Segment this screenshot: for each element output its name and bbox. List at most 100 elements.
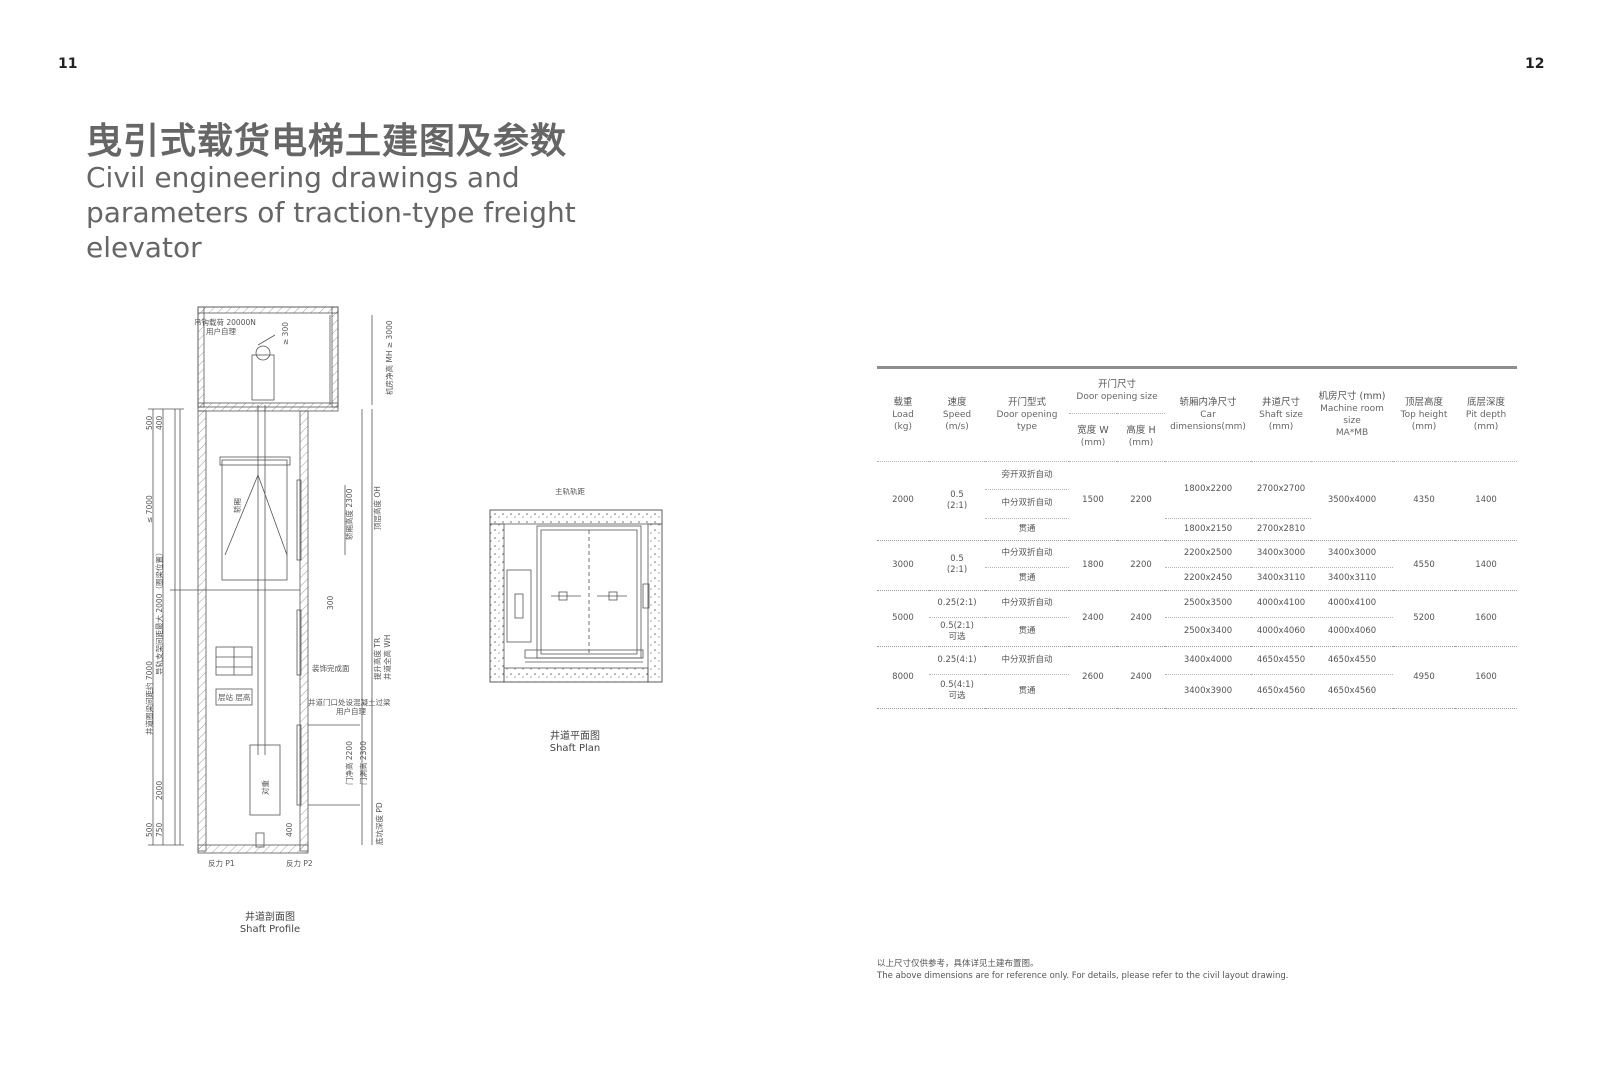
- oh-label: 顶层高度 OH: [372, 486, 382, 530]
- cell-speed: 0.25(4:1): [929, 646, 985, 675]
- dim-300: 300: [326, 595, 335, 610]
- cell-door-type: 中分双折自动: [985, 489, 1069, 519]
- car-height-label: 轿厢高度 2300: [344, 488, 354, 540]
- mh-label: 机房净高 MH ≥ 3000: [384, 320, 394, 395]
- cell-speed: 0.5(2:1): [929, 461, 985, 541]
- hook-label: 吊钩载荷 20000N: [194, 317, 256, 327]
- cell-door-type: 中分双折自动: [985, 590, 1069, 618]
- cell-speed: 0.5(2:1): [929, 540, 985, 591]
- dim-500-top: 500: [145, 415, 154, 430]
- pd-label: 底坑深度 PD: [374, 802, 384, 845]
- cell-height: 2400: [1117, 590, 1166, 647]
- cell-shaft: 4000x4100: [1251, 590, 1312, 618]
- shaft-plan-caption-en: Shaft Plan: [549, 743, 601, 754]
- table-row: 8000 0.25(4:1) 中分双折自动 2600 2400 3400x400…: [877, 646, 1518, 709]
- cell-shaft: 4000x4060: [1251, 617, 1312, 647]
- cell-pit: 1400: [1455, 540, 1518, 591]
- shaft-plan-caption-cn: 井道平面图: [550, 731, 600, 742]
- cell-speed: 0.5(2:1)可选: [929, 617, 985, 647]
- cell-shaft: 2700x2810: [1251, 518, 1312, 541]
- door-hole-label: 门洞高 2300: [358, 741, 368, 785]
- door-clear-label: 门净高 2200: [344, 741, 354, 785]
- cell-top: 4350: [1393, 461, 1456, 541]
- cell-machine: 4650x4550: [1311, 646, 1394, 675]
- shaft-profile-caption-cn: 井道剖面图: [245, 912, 295, 923]
- cell-shaft: 4650x4550: [1251, 646, 1312, 675]
- cell-width: 1800: [1069, 540, 1117, 591]
- table-row: 2000 0.5(2:1) 旁开双折自动 1500 2200 1800x2200…: [877, 461, 1518, 541]
- cell-width: 2400: [1069, 590, 1117, 647]
- cell-machine: 3400x3110: [1311, 567, 1394, 591]
- cell-top: 4550: [1393, 540, 1456, 591]
- table-row: 贯通 1800x2150 2700x2810: [877, 518, 1517, 541]
- cell-machine: 3400x3000: [1311, 540, 1394, 568]
- table-top-rule: [877, 366, 1517, 369]
- dim-400-top: 400: [155, 415, 164, 430]
- plan-rail-label: 主轨轨距: [555, 488, 585, 496]
- cell-car: 3400x3900: [1165, 674, 1252, 709]
- table-row: 5000 0.25(2:1) 中分双折自动 2400 2400 2500x350…: [877, 590, 1518, 647]
- dim-7000: ≤ 7000: [145, 495, 154, 523]
- cell-load: 3000: [877, 540, 929, 591]
- header-width: 宽度 W(mm): [1069, 413, 1117, 462]
- cell-machine: 4650x4560: [1311, 674, 1394, 709]
- cell-load: 8000: [877, 646, 929, 709]
- cell-car: 2500x3500: [1165, 590, 1252, 618]
- rail-label: 导轨支架间距最大 2000（圈梁位置）: [154, 549, 164, 675]
- p1-label: 反力 P1: [208, 858, 235, 868]
- wh-label: 井道全高 WH: [382, 635, 392, 680]
- page-number-left: 11: [58, 56, 78, 72]
- cell-car: 1800x2200: [1165, 461, 1252, 519]
- cell-door-type: 贯通: [985, 567, 1069, 591]
- cell-width: 2600: [1069, 646, 1117, 709]
- page-title-cn: 曳引式载货电梯土建图及参数: [86, 121, 568, 162]
- car-label: 轿厢: [232, 498, 242, 513]
- beam-sub-label: 用户自理: [336, 706, 366, 716]
- cell-top: 4950: [1393, 646, 1456, 709]
- shaft-profile-caption: 井道剖面图 Shaft Profile: [200, 912, 340, 936]
- shaft-plan-drawing: 主轨轨距: [489, 488, 663, 683]
- table-row: 0.5(4:1)可选 贯通 3400x3900 4650x4560 4650x4…: [877, 674, 1517, 709]
- table-row: 3000 0.5(2:1) 中分双折自动 1800 2200 2200x2500…: [877, 540, 1518, 591]
- cell-machine: 4000x4100: [1311, 590, 1394, 618]
- cell-door-type: 贯通: [985, 518, 1069, 541]
- table-row: 贯通 2200x2450 3400x3110 3400x3110: [877, 567, 1517, 591]
- cell-door-type: 旁开双折自动: [985, 461, 1069, 490]
- footnote: 以上尺寸仅供参考，具体详见土建布置图。 The above dimensions…: [877, 958, 1288, 982]
- interval-label: 井道圈梁间距约 7000: [144, 661, 154, 735]
- cell-door-type: 中分双折自动: [985, 540, 1069, 568]
- cell-machine: 3500x4000: [1311, 461, 1394, 541]
- cell-door-type: 中分双折自动: [985, 646, 1069, 675]
- cell-speed: 0.5(4:1)可选: [929, 674, 985, 709]
- cell-pit: 1400: [1455, 461, 1518, 541]
- dim-400-bottom: 400: [285, 822, 294, 837]
- page-number-right: 12: [1525, 56, 1545, 72]
- shaft-profile-drawing: 吊钩载荷 20000N 用户自理 ≥ 300 机房净高 MH ≥ 3000 顶层…: [144, 306, 394, 868]
- cell-height: 2200: [1117, 461, 1166, 541]
- counterweight-label: 对重: [260, 780, 270, 795]
- cell-shaft: 3400x3110: [1251, 567, 1312, 591]
- cell-car: 3400x4000: [1165, 646, 1252, 675]
- cell-height: 2200: [1117, 540, 1166, 591]
- call-label: 层站 层高: [218, 692, 251, 702]
- cell-car: 2500x3400: [1165, 617, 1252, 647]
- cell-door-type: 贯通: [985, 617, 1069, 647]
- cell-speed: 0.25(2:1): [929, 590, 985, 618]
- cell-shaft: 3400x3000: [1251, 540, 1312, 568]
- cell-car: 1800x2150: [1165, 518, 1252, 541]
- page-title-en: Civil engineering drawings and parameter…: [86, 161, 576, 264]
- finish-label: 装饰完成面: [312, 663, 350, 673]
- cell-pit: 1600: [1455, 590, 1518, 647]
- cell-door-type: 贯通: [985, 674, 1069, 709]
- cell-top: 5200: [1393, 590, 1456, 647]
- shaft-plan-caption: 井道平面图 Shaft Plan: [505, 731, 645, 755]
- cell-machine: 4000x4060: [1311, 617, 1394, 647]
